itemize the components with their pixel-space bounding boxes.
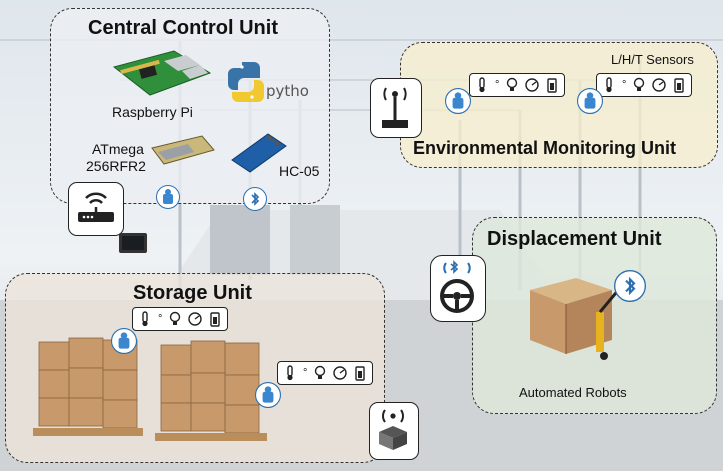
python-logo-text: python — [266, 82, 310, 100]
environmental-monitoring-unit-title: Environmental Monitoring Unit — [413, 138, 676, 158]
touch-screen-icon — [119, 233, 147, 253]
antenna-icon — [382, 87, 408, 128]
box-icon — [379, 409, 407, 450]
storage-sensor-bar-1: ° — [132, 307, 229, 331]
bluetooth-icon — [243, 187, 267, 211]
humidity-gauge-icon — [333, 366, 348, 380]
battery-icon — [674, 78, 685, 93]
atmega-board-icon — [151, 135, 215, 165]
light-bulb-icon — [315, 365, 326, 379]
central-control-unit-title: Central Control Unit — [88, 17, 278, 39]
lht-sensors-label: L/H/T Sensors — [611, 52, 694, 67]
sensor-node-icon — [445, 88, 471, 114]
sensor-node-icon — [577, 88, 603, 114]
raspberry-pi-label: Raspberry Pi — [112, 104, 193, 120]
atmega-label-line2: 256RFR2 — [86, 158, 146, 174]
sensor-node-icon — [111, 328, 137, 354]
hc05-label: HC-05 — [279, 163, 320, 179]
raspberry-pi-board-icon — [112, 50, 212, 96]
box-on-pallet-jack-icon — [530, 278, 622, 360]
battery-icon — [355, 366, 366, 381]
light-bulb-icon — [507, 77, 518, 91]
humidity-gauge-icon — [525, 78, 540, 92]
python-logo: python — [228, 62, 310, 102]
environmental-sensor-bar-2: ° — [596, 73, 693, 97]
sensor-node-icon — [156, 185, 180, 209]
temperature-icon — [479, 77, 485, 93]
automated-robots-label: Automated Robots — [519, 385, 627, 400]
pallet-boxes-left-icon — [33, 337, 143, 436]
environmental-sensor-bar-1: ° — [469, 73, 566, 97]
humidity-gauge-icon — [652, 78, 667, 92]
temperature-icon — [142, 311, 148, 327]
light-bulb-icon — [170, 311, 181, 325]
atmega-label-line1: ATmega — [92, 141, 144, 157]
bluetooth-icon — [614, 270, 646, 302]
battery-icon — [547, 78, 558, 93]
sensor-node-icon — [255, 382, 281, 408]
central-control-unit-panel — [50, 8, 330, 204]
battery-icon — [210, 312, 221, 327]
humidity-gauge-icon — [188, 312, 203, 326]
temperature-icon — [287, 365, 293, 381]
steering-wheel-icon — [440, 260, 474, 313]
pallet-boxes-right-icon — [155, 340, 267, 441]
temperature-icon — [606, 77, 612, 93]
displacement-unit-title: Displacement Unit — [487, 228, 662, 250]
hc05-module-icon — [231, 133, 287, 173]
light-bulb-icon — [634, 77, 645, 91]
router-icon — [78, 192, 114, 222]
storage-sensor-bar-2: ° — [277, 361, 374, 385]
storage-unit-title: Storage Unit — [133, 282, 252, 304]
